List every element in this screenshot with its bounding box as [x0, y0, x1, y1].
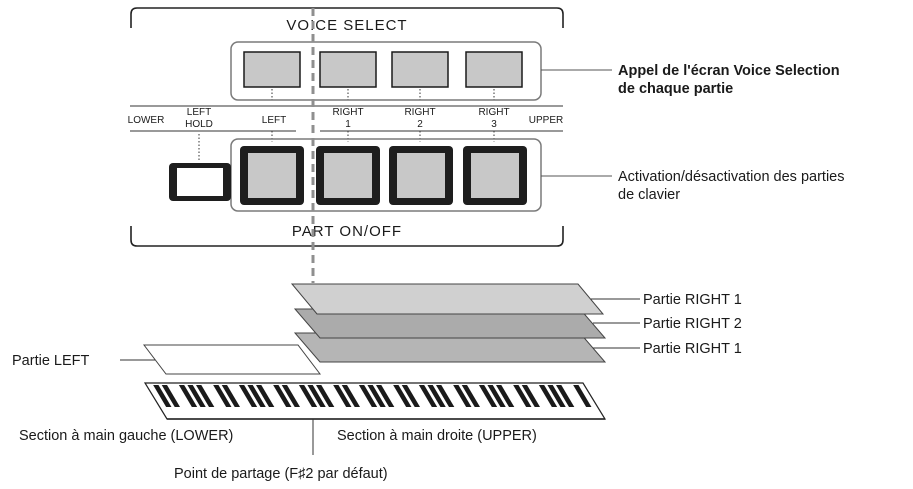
black-key: [427, 385, 446, 407]
right2-label-line2: 2: [417, 119, 423, 130]
voice-select-title: VOICE SELECT: [286, 17, 407, 34]
black-key: [393, 385, 412, 407]
upper-section-label: Section à main droite (UPPER): [337, 428, 537, 444]
black-key: [487, 385, 506, 407]
part-left-on-off-button[interactable]: [240, 146, 304, 205]
black-key: [556, 385, 575, 407]
voice-select-right1-button[interactable]: [319, 51, 377, 88]
part-right3-on-off-button[interactable]: [463, 146, 527, 205]
black-key: [196, 385, 215, 407]
voice-select-right3-button[interactable]: [465, 51, 523, 88]
voice-select-left-button[interactable]: [243, 51, 301, 88]
black-key: [213, 385, 232, 407]
left-hold-button[interactable]: [169, 163, 231, 201]
black-key: [461, 385, 481, 407]
black-key: [573, 385, 592, 407]
black-key: [187, 385, 206, 407]
black-key: [316, 385, 335, 407]
black-key: [221, 385, 241, 407]
black-key: [341, 385, 361, 407]
black-key: [436, 385, 455, 407]
black-key: [273, 385, 292, 407]
right1-label-line2: 1: [345, 119, 351, 130]
layer-left: [142, 344, 322, 375]
black-key: [521, 385, 541, 407]
panel-frame-bottom: [130, 226, 564, 247]
activation-callout-line1: Activation/désactivation des parties: [618, 169, 845, 185]
split-point-label: Point de partage (F♯2 par défaut): [174, 466, 388, 482]
black-key: [153, 385, 172, 407]
layer-right1-top: [290, 283, 605, 315]
black-key: [367, 385, 386, 407]
lower-label: LOWER: [128, 115, 165, 126]
layer-right2-label: Partie RIGHT 2: [643, 316, 742, 332]
layer-right1-top-label: Partie RIGHT 1: [643, 292, 742, 308]
black-key: [478, 385, 498, 407]
black-key: [238, 385, 258, 407]
black-key: [178, 385, 198, 407]
left-label: LEFT: [262, 115, 286, 126]
black-key: [513, 385, 532, 407]
black-key: [401, 385, 421, 407]
activation-callout-line2: de clavier: [618, 187, 680, 203]
left-hold-label-line1: LEFT: [187, 107, 211, 118]
black-key: [256, 385, 275, 407]
black-key: [538, 385, 558, 407]
layer-left-label: Partie LEFT: [12, 353, 89, 369]
black-key: [307, 385, 326, 407]
panel-frame-top: [130, 7, 564, 28]
upper-label: UPPER: [529, 115, 563, 126]
left-hold-label-line2: HOLD: [185, 119, 213, 130]
black-key: [161, 385, 181, 407]
black-key: [281, 385, 301, 407]
black-key: [453, 385, 472, 407]
part-right1-on-off-button[interactable]: [316, 146, 380, 205]
black-key: [298, 385, 318, 407]
black-key: [333, 385, 352, 407]
voice-select-group: [230, 41, 542, 101]
voice-select-right2-button[interactable]: [391, 51, 449, 88]
voice-selection-callout-line2: de chaque partie: [618, 81, 733, 97]
black-key: [418, 385, 438, 407]
black-key: [247, 385, 266, 407]
connector-dots: [198, 89, 495, 160]
black-key: [547, 385, 566, 407]
keyboard: [143, 382, 607, 420]
lower-section-label: Section à main gauche (LOWER): [19, 428, 233, 444]
black-key: [496, 385, 515, 407]
black-key: [376, 385, 395, 407]
black-key: [358, 385, 378, 407]
right1-label-line1: RIGHT: [332, 107, 363, 118]
right2-label-line1: RIGHT: [404, 107, 435, 118]
keyboard-black-keys: [153, 385, 592, 407]
part-right2-on-off-button[interactable]: [389, 146, 453, 205]
right3-label-line1: RIGHT: [478, 107, 509, 118]
layer-right1-bottom-label: Partie RIGHT 1: [643, 341, 742, 357]
part-on-off-title: PART ON/OFF: [292, 223, 402, 240]
right3-label-line2: 3: [491, 119, 497, 130]
voice-selection-callout-line1: Appel de l'écran Voice Selection: [618, 63, 840, 79]
